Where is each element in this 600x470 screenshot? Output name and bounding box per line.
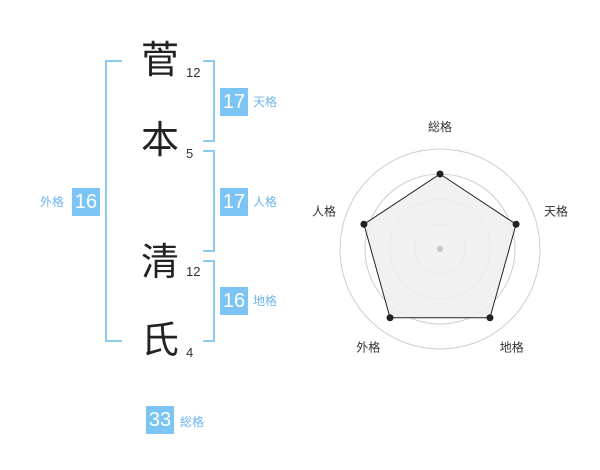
radar-point [436, 170, 444, 178]
radar-points [360, 170, 520, 322]
jinkaku-label: 人格 [253, 195, 278, 209]
radar-axis-label: 天格 [544, 203, 568, 218]
radar-axis-label: 総格 [428, 119, 452, 134]
radar-center-dot [437, 246, 443, 252]
gaikaku-bracket [105, 60, 122, 342]
radar-point [512, 220, 520, 228]
radar-point [386, 314, 394, 322]
chikaku-badge: 16 [220, 287, 248, 315]
gaikaku-badge: 16 [72, 188, 100, 216]
soukaku-label: 総格 [180, 415, 205, 429]
chikaku-label: 地格 [253, 294, 278, 308]
radar-axis-label: 地格 [500, 340, 524, 355]
stroke-count-1: 12 [186, 65, 201, 80]
stroke-count-4: 4 [186, 345, 194, 360]
stroke-count-2: 5 [186, 146, 194, 161]
radar-axis-label: 人格 [312, 203, 336, 218]
radar-point [486, 314, 494, 322]
tenkaku-label: 天格 [253, 95, 278, 109]
soukaku-badge: 33 [146, 406, 174, 434]
name-char-4: 氏 [140, 318, 179, 362]
gaikaku-label: 外格 [40, 195, 65, 209]
name-char-1: 菅 [140, 38, 179, 82]
radar-point [360, 220, 368, 228]
tenkaku-bracket [203, 60, 215, 142]
jinkaku-bracket [203, 150, 215, 252]
radar-axis-label: 外格 [356, 340, 380, 355]
name-char-2: 本 [140, 118, 179, 162]
radar-area [363, 173, 517, 319]
stroke-count-3: 12 [186, 264, 201, 279]
name-char-3: 清 [140, 240, 179, 284]
jinkaku-badge: 17 [220, 188, 248, 216]
chikaku-bracket [203, 260, 215, 342]
tenkaku-badge: 17 [220, 88, 248, 116]
